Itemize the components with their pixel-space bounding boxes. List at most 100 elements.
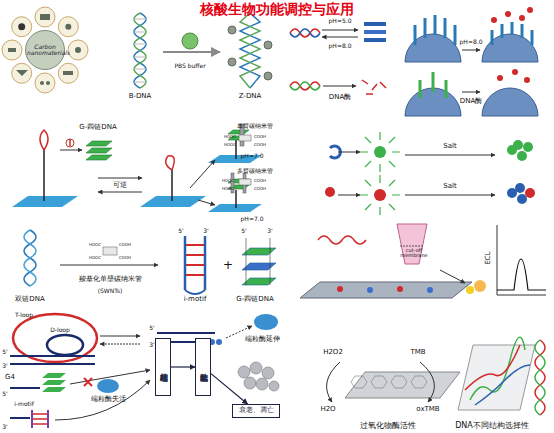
ecl-sensor: [400, 246, 424, 247]
ecl-sensor: [466, 286, 474, 294]
swnt-arrow: [60, 265, 158, 266]
ph-switch-row: [505, 11, 511, 17]
annotation-label: T-loop: [15, 312, 33, 318]
process-arrow: [60, 150, 82, 151]
ph-switch-row: [415, 15, 455, 45]
g4-telomere: [84, 378, 92, 386]
annotation-label: 5': [2, 349, 7, 355]
carbon-nanomaterial-ring: [2, 40, 22, 60]
dna-strand: [235, 190, 237, 208]
ph-switch-row: [492, 22, 532, 45]
ecl-sensor: [337, 286, 343, 292]
g-quadruplex-stack: [242, 238, 276, 285]
salt-row: [525, 188, 535, 198]
nanomaterial-icons: [18, 23, 25, 30]
salt-row: [338, 195, 360, 196]
ph-switch-row: [364, 22, 386, 26]
substrate: [208, 204, 262, 212]
salt-row: [325, 132, 535, 215]
transition-arrow: [182, 33, 198, 49]
carbon-dot: [228, 58, 236, 66]
figure-title: 核酸生物功能调控与应用: [0, 1, 554, 17]
ecl-sensor: [427, 287, 433, 293]
dna-selectivity: [535, 340, 545, 415]
salt-row: [338, 152, 360, 153]
salt-row: [405, 195, 495, 196]
salt-row: [405, 155, 495, 156]
annotation-label: TMB: [410, 349, 425, 356]
peroxidase-cycle: [345, 372, 460, 398]
g4-telomere: [42, 373, 66, 378]
i-motif-telomere: [55, 380, 150, 420]
annotation-label: HOOC: [222, 187, 234, 191]
substrate: [12, 196, 78, 207]
ecl-sensor: [497, 225, 546, 295]
annotation-label: HOOC: [224, 143, 236, 147]
annotation-label: 单臂碳纳米管: [237, 123, 273, 129]
nuclease-row: [497, 75, 503, 81]
ph-switch-row: [482, 34, 538, 62]
annotation-label: PBS buffer: [174, 63, 205, 69]
nuclease-row: [290, 82, 320, 90]
nuclease-row: [462, 92, 480, 93]
b-dna-helix: [134, 19, 146, 82]
annotation-label: 5': [2, 391, 7, 397]
annotation-label: 可逆: [113, 182, 127, 189]
telomere-arrow: [100, 336, 140, 344]
z-dna-helix: [240, 13, 260, 88]
i-motif-telomere: [33, 414, 47, 424]
salt-row: [374, 146, 386, 158]
g-quadruplex-stack: [242, 263, 276, 270]
z-dna-helix: [240, 13, 260, 88]
i-motif: [185, 236, 205, 294]
nuclease-row: [323, 86, 356, 87]
dna-selectivity: [465, 345, 520, 390]
annotation-label: 5': [149, 325, 154, 331]
transition-arrow: [163, 33, 220, 52]
annotation-label: G4: [5, 374, 15, 381]
i-motif-telomere: [10, 380, 150, 428]
annotation-label: 3': [267, 228, 272, 234]
thermometer: [69, 139, 71, 146]
carbon-dot: [228, 26, 272, 80]
ph-switch-row: [462, 50, 480, 51]
dna-selectivity: [470, 337, 525, 400]
t-loop: [13, 314, 97, 362]
b-dna-helix: [134, 13, 146, 88]
ecl-sensor: [497, 259, 546, 290]
dna-selectivity: [475, 365, 530, 405]
t-loop: [10, 314, 97, 364]
ecl-sensor: [318, 236, 366, 244]
i-motif: [185, 236, 205, 290]
thermometer: [66, 139, 74, 147]
annotation-label: i-motif: [14, 401, 33, 407]
carbon-nanomaterial-ring: [12, 17, 32, 37]
telomere-strand: [254, 314, 278, 330]
salt-row: [517, 194, 527, 204]
g-quadruplex-stack: [242, 248, 276, 255]
peroxidase-cycle: [327, 362, 460, 402]
z-dna-helix: [240, 13, 260, 88]
annotation-label: D-loop: [50, 327, 70, 333]
ecl-sensor: [397, 286, 403, 292]
annotation-label: H2O2: [323, 349, 343, 356]
dna-strand: [166, 156, 175, 170]
nanomaterial-icons: [16, 70, 28, 76]
annotation-label: H2O: [320, 406, 335, 413]
process-arrow: [190, 160, 215, 188]
annotation-label: 5': [178, 228, 183, 234]
cell-cluster: [238, 362, 279, 391]
dna-strand: [40, 130, 236, 208]
cell-cluster: [269, 381, 279, 391]
process-box: 衰老、凋亡: [232, 404, 280, 418]
process-box: 端粒结构破坏: [155, 338, 171, 396]
nuclease-row: [405, 88, 461, 116]
peroxidase-cycle: [351, 376, 427, 388]
peroxidase-cycle: [420, 362, 434, 402]
thermometer: [66, 139, 74, 147]
ecl-sensor: [367, 287, 373, 293]
nuclease-row: [290, 69, 538, 116]
nuclease-row: [420, 72, 446, 98]
salt-row: [517, 151, 527, 161]
